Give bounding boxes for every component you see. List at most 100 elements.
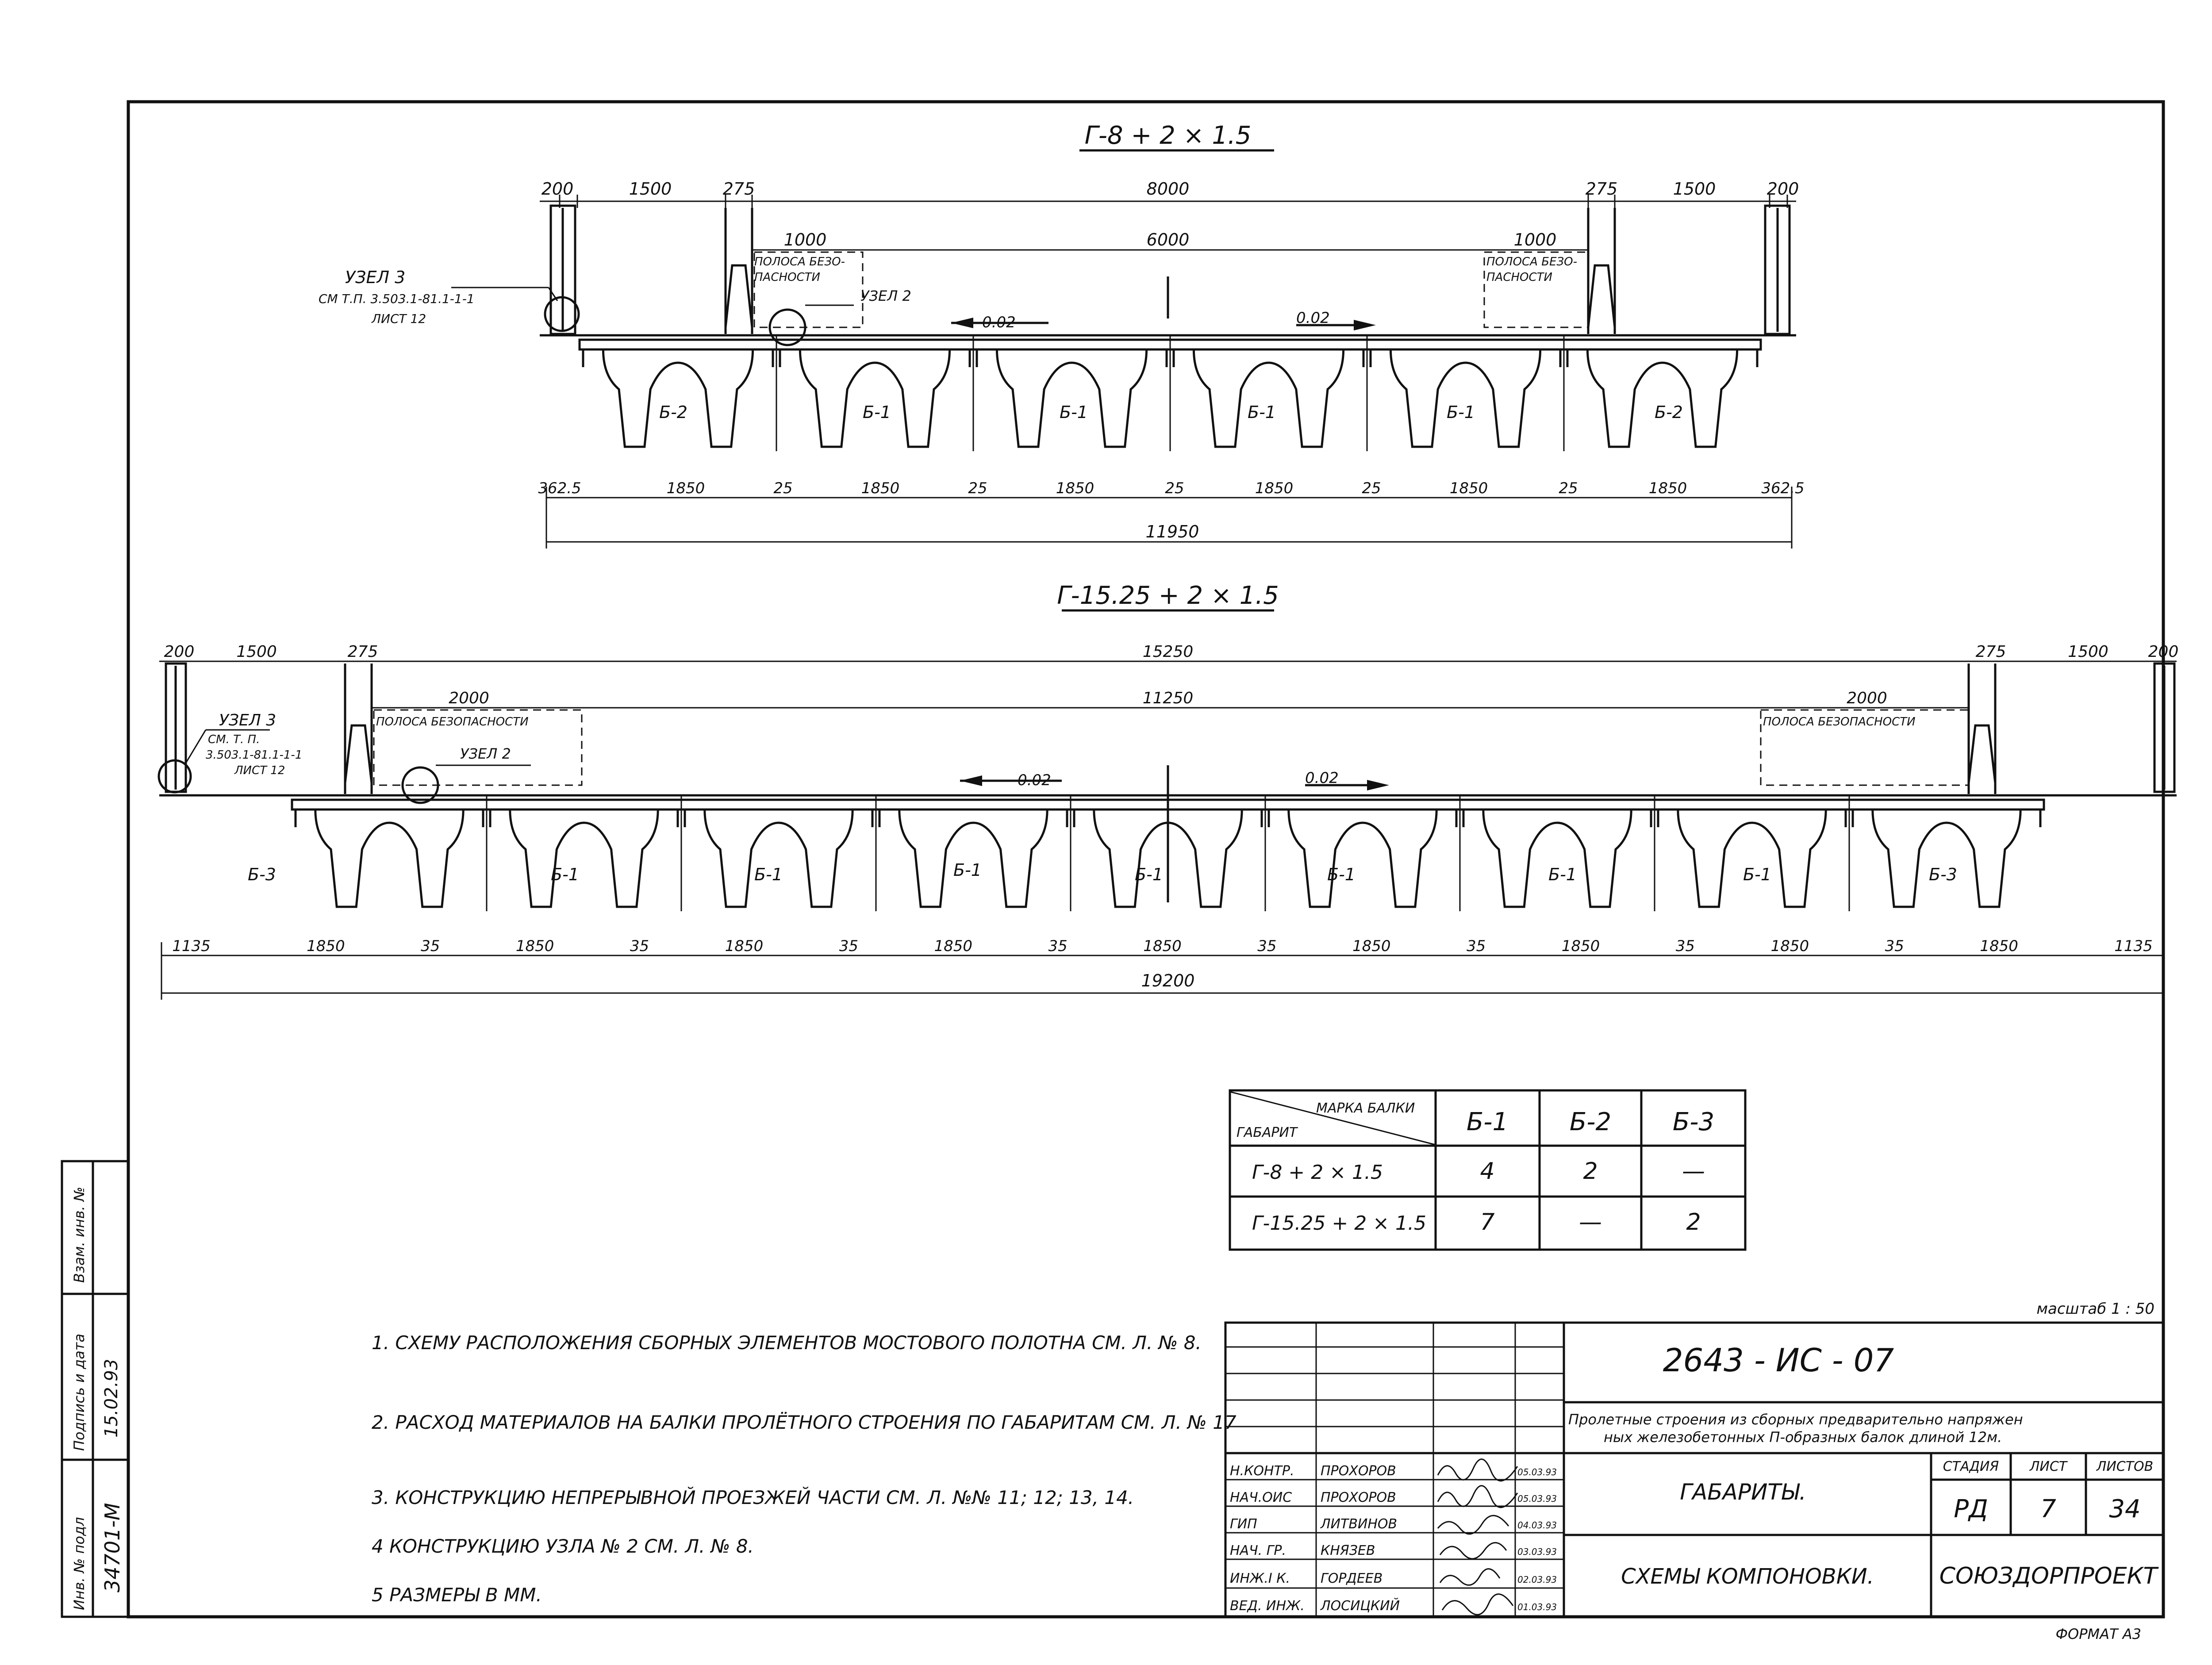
table-corner-bottom: ГАБАРИТ [1237,1125,1298,1140]
bdim-2-14: 35 [1676,937,1695,955]
bdim-2-3: 1850 [516,937,554,955]
staff-date-2: 05.03.93 [1517,1493,1557,1504]
node-3-callout-2: УЗЕЛ 3 СМ. Т. П. 3.503.1-81.1-1-1 ЛИСТ 1… [157,711,302,794]
bdim-1-12: 362.5 [1761,480,1804,497]
node-3-title: УЗЕЛ 3 [345,268,405,287]
node3-2-sheet: ЛИСТ 12 [234,764,285,777]
sheet-label: ЛИСТ [2029,1459,2068,1474]
beam-label-2-7: Б-1 [1548,865,1577,884]
dim-1000-left: 1000 [784,230,827,249]
bdim-1-8: 25 [1362,480,1381,497]
deck-slab-2 [291,798,2045,811]
beam-label-2-9: Б-3 [1929,865,1957,884]
staff-date-3: 04.03.93 [1517,1520,1557,1531]
safety-strip-right-2: ПАСНОСТИ [1486,271,1552,284]
safety-strip-2-left: ПОЛОСА БЕЗОПАСНОСТИ [376,715,529,729]
stage-value: РД [1954,1495,1988,1523]
dim-200-right: 200 [1767,179,1799,199]
beam-label-2-3: Б-1 [754,865,783,884]
dim2-1500-left: 1500 [236,643,277,661]
bdim-2-9: 1850 [1143,937,1182,955]
table-col-b2: Б-2 [1570,1108,1611,1136]
beam-label-1-3: Б-1 [1060,403,1088,422]
dim2-1500-right: 1500 [2068,643,2108,661]
organization: СОЮЗДОРПРОЕКТ [1939,1563,2159,1589]
bdim-2-5: 1850 [725,937,764,955]
table-r2-b3: 2 [1686,1209,1701,1235]
staff-date-6: 01.03.93 [1517,1602,1557,1612]
section-2: Г-15.25 + 2 × 1.5 200 1500 275 15250 275… [157,581,2178,1000]
bdim-1-6: 25 [1165,480,1184,497]
dim-1000-right: 1000 [1514,230,1557,249]
node3-2-title: УЗЕЛ 3 [219,711,276,729]
table-row1-label: Г-8 + 2 × 1.5 [1252,1161,1383,1184]
dim-6000: 6000 [1147,230,1190,249]
table-col-b3: Б-3 [1673,1108,1714,1136]
bdim-2-0: 1135 [172,937,211,955]
dim2-275-left: 275 [348,643,378,661]
bdim-2-6: 35 [839,937,858,955]
note-5: 5 РАЗМЕРЫ В ММ. [372,1584,542,1606]
beam-label-2-8: Б-1 [1743,865,1771,884]
bdim-1-1: 1850 [667,480,705,497]
beam-label-1-5: Б-1 [1447,403,1475,422]
beam-2-8 [1657,809,1847,908]
table-r2-b1: 7 [1480,1209,1494,1235]
beam-table: МАРКА БАЛКИ ГАБАРИТ Б-1 Б-2 Б-3 Г-8 + 2 … [1229,1089,1747,1251]
section-2-title: Г-15.25 + 2 × 1.5 [1057,581,1279,610]
sheets-label: ЛИСТОВ [2096,1459,2153,1474]
dim2-275-right: 275 [1976,643,2006,661]
dim-275-right: 275 [1586,179,1618,199]
beam-label-1-6: Б-2 [1655,403,1683,422]
sheet-value: 7 [2040,1495,2056,1523]
total-11950: 11950 [1146,522,1199,541]
beam-1-1 [582,349,774,448]
bdim-1-0: 362.5 [538,480,581,497]
sheets-value: 34 [2109,1495,2140,1523]
table-r1-b1: 4 [1480,1158,1494,1185]
sheet-subtitle: СХЕМЫ КОМПОНОВКИ. [1621,1564,1874,1589]
dim2-2000-left: 2000 [449,689,489,707]
bdim-2-17: 1850 [1980,937,2018,955]
beam-2-4 [878,809,1068,908]
slope-right: 0.02 [1296,309,1330,327]
bdim-2-12: 35 [1467,937,1486,955]
beam-1-3 [975,349,1168,448]
bdim-1-2: 25 [773,480,792,497]
swap-label: Взам. инв. № [71,1187,88,1283]
stage-label: СТАДИЯ [1943,1459,1999,1474]
staff-name-3: ЛИТВИНОВ [1320,1516,1397,1532]
bdim-1-3: 1850 [861,480,900,497]
node-2-label: УЗЕЛ 2 [860,288,911,304]
bdim-1-4: 25 [968,480,987,497]
beam-label-2-6: Б-1 [1327,865,1356,884]
staff-name-6: ЛОСИЦКИЙ [1320,1598,1400,1614]
bdim-1-11: 1850 [1649,480,1687,497]
bdim-2-15: 1850 [1771,937,1809,955]
bdim-2-1: 1850 [307,937,345,955]
inv-label: Инв. № подл [71,1517,88,1610]
bdim-2-11: 1850 [1352,937,1391,955]
beam-2-9 [1851,809,2042,908]
beam-label-2-4: Б-1 [953,860,982,880]
node-3-callout: УЗЕЛ 3 СМ Т.П. 3.503.1-81.1-1-1 ЛИСТ 12 [319,268,580,332]
beam-1-4 [1172,349,1365,448]
sign-label: Подпись и дата [71,1334,88,1451]
bdim-2-2: 35 [421,937,440,955]
beam-1-6 [1566,349,1759,448]
beam-label-2-2: Б-1 [551,865,579,884]
project-title-1: Пролетные строения из сборных предварите… [1568,1411,2023,1428]
staff-date-1: 05.03.93 [1517,1467,1557,1477]
bdim-1-7: 1850 [1255,480,1294,497]
staff-name-2: ПРОХОРОВ [1321,1490,1396,1505]
title-block: 2643 - ИС - 07 Пролетные строения из сбо… [1224,1321,2165,1642]
safety-strip-left-2: ПАСНОСТИ [754,271,820,284]
staff-role-1: Н.КОНТР. [1230,1463,1294,1479]
dim-1500-left: 1500 [629,179,672,199]
dim2-2000-right: 2000 [1847,689,1887,707]
bdim-2-7: 1850 [934,937,972,955]
bdim-1-5: 1850 [1056,480,1094,497]
safety-strip-right-1: ПОЛОСА БЕЗО- [1486,255,1577,269]
bdim-2-16: 35 [1885,937,1904,955]
dim-1500-right: 1500 [1673,179,1716,199]
